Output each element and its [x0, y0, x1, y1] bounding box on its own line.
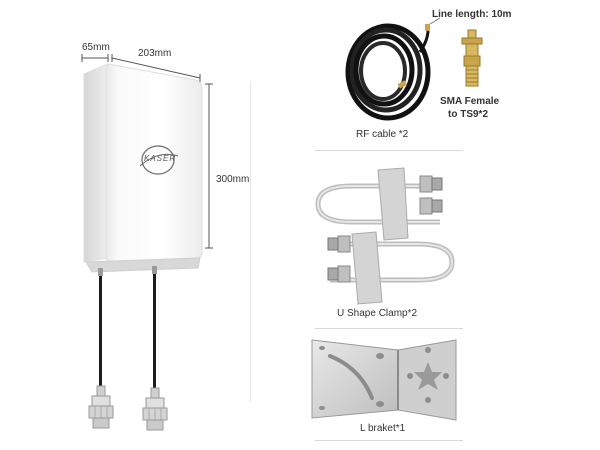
rf-cable-caption: RF cable *2 — [356, 129, 409, 140]
dim-width-label: 203mm — [138, 48, 172, 59]
sma-adapter-icon — [461, 29, 483, 87]
sma-caption-line1: SMA Female — [440, 96, 500, 107]
section-divider — [315, 440, 463, 441]
sma-caption-line2: to TS9*2 — [448, 109, 489, 120]
l-bracket-caption: L braket*1 — [360, 423, 406, 434]
section-divider — [315, 328, 463, 329]
u-clamp-caption: U Shape Clamp*2 — [337, 308, 418, 319]
brand-logo-text: KASER — [144, 154, 177, 163]
n-connector-icon — [142, 387, 168, 431]
line-length-label: Line length: 10m — [432, 9, 512, 20]
dim-height-label: 300mm — [216, 174, 250, 185]
dim-depth-label: 65mm — [82, 42, 110, 53]
section-divider — [315, 150, 463, 151]
n-connector-icon — [88, 385, 114, 429]
column-divider — [250, 82, 251, 402]
